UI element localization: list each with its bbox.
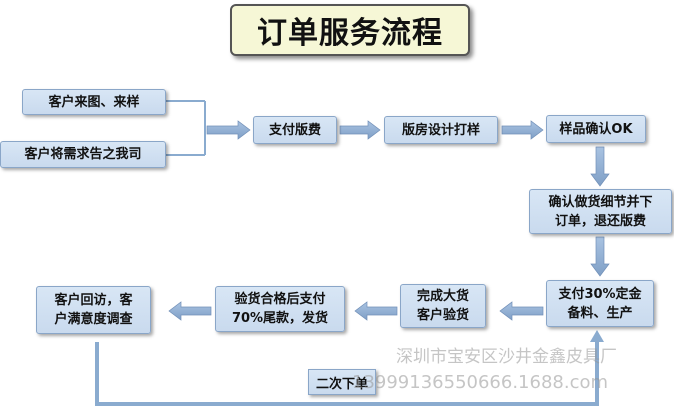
merge-bracket	[166, 100, 206, 156]
node-sample-confirm: 样品确认OK	[546, 115, 646, 143]
arrow-reorder-head	[590, 330, 604, 342]
node-confirm-details-label: 确认做货细节并下 订单，退还版费	[548, 194, 653, 229]
watermark-url: 13999136550666.1688.com	[352, 372, 609, 393]
node-plate-room-label: 版房设计打样	[401, 122, 480, 138]
node-sample-confirm-label: 样品确认OK	[559, 121, 633, 137]
node-followup-label: 客户回访，客 户满意度调查	[54, 293, 133, 327]
arrow-pay-to-plate	[339, 120, 381, 140]
arrow-plate-to-sample	[501, 120, 544, 140]
node-customer-requirements: 客户将需求告之我司	[0, 141, 166, 168]
node-customer-requirements-label: 客户将需求告之我司	[24, 147, 142, 162]
watermark-company: 深圳市宝安区沙井金鑫皮具厂	[396, 347, 617, 367]
arrow-confirm-to-deposit	[590, 236, 610, 277]
node-balance: 验货合格后支付 70%尾款，发货	[215, 286, 345, 332]
node-inspection-label: 完成大货 客户验货	[416, 289, 469, 323]
node-pay-plate-fee: 支付版费	[253, 116, 337, 144]
node-balance-label: 验货合格后支付 70%尾款，发货	[231, 292, 329, 326]
reorder-label: 二次下单	[308, 369, 376, 395]
arrow-deposit-to-inspection	[499, 301, 544, 321]
node-confirm-details: 确认做货细节并下 订单，退还版费	[529, 189, 672, 234]
arrow-balance-to-followup	[168, 301, 212, 321]
node-inspection: 完成大货 客户验货	[400, 284, 486, 328]
node-customer-drawing: 客户来图、来样	[22, 89, 166, 115]
arrow-sample-to-confirm	[590, 146, 610, 187]
arrow-reorder-loop	[95, 340, 599, 406]
node-pay-plate-fee-label: 支付版费	[268, 122, 321, 138]
diagram-title: 订单服务流程	[230, 4, 470, 56]
arrow-merge-to-pay	[206, 120, 251, 140]
node-plate-room: 版房设计打样	[384, 116, 498, 144]
node-deposit: 支付30%定金 备料、生产	[546, 280, 654, 327]
node-followup: 客户回访，客 户满意度调查	[36, 286, 151, 334]
arrow-inspection-to-balance	[354, 301, 398, 321]
node-deposit-label: 支付30%定金 备料、生产	[558, 286, 642, 321]
node-customer-drawing-label: 客户来图、来样	[48, 94, 140, 110]
